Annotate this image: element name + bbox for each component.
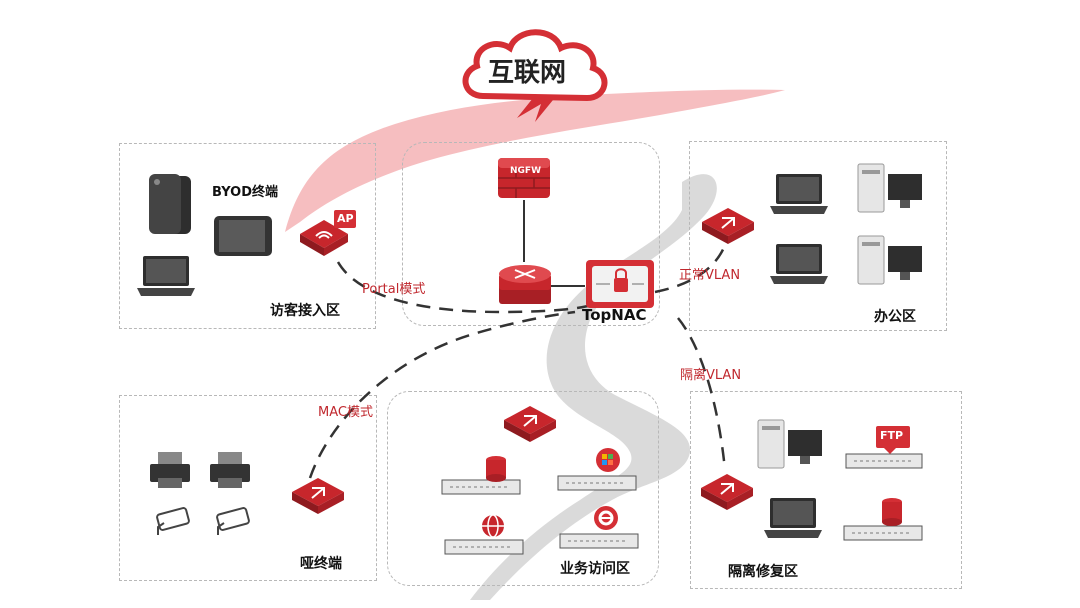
zone-core-box <box>402 142 660 326</box>
guest-zone-label: 访客接入区 <box>270 303 340 319</box>
zone-business-box <box>387 391 659 586</box>
ngfw-firewall-icon: NGFW <box>496 154 552 202</box>
printer-1-icon <box>150 452 190 488</box>
ap-badge-label: AP <box>337 212 354 225</box>
camera-1-icon <box>156 507 190 535</box>
pink-swoosh <box>285 89 785 232</box>
portal-mode-link <box>336 261 589 314</box>
ftp-label: FTP <box>880 429 904 442</box>
dumb-terminal-switch-icon <box>292 478 344 514</box>
quarantine-access-switch-icon <box>701 474 753 510</box>
office-desktop-1-icon <box>857 163 922 213</box>
zone-office-box <box>689 141 947 331</box>
office-desktop-2-icon <box>857 235 922 285</box>
web-server-icon <box>444 514 524 555</box>
dumb-terminal-zone-label: 哑终端 <box>300 556 342 572</box>
normal-vlan-label: 正常VLAN <box>679 268 741 283</box>
guest-laptop-icon <box>137 256 195 296</box>
topnac-appliance-icon <box>586 260 654 308</box>
business-access-switch-icon <box>504 406 556 442</box>
camera-2-icon <box>216 507 250 535</box>
internet-label: 互联网 <box>488 58 567 88</box>
database-server-icon <box>441 456 521 495</box>
quarantine-laptop-icon <box>764 498 822 538</box>
office-access-switch-icon <box>702 208 754 244</box>
gray-swoosh <box>470 174 717 600</box>
business-zone-label: 业务访问区 <box>560 561 630 577</box>
ie-server-icon <box>559 506 639 549</box>
core-switch-icon <box>499 265 551 304</box>
internet-cloud-icon <box>462 29 608 122</box>
portal-mode-label: Portal模式 <box>362 282 426 297</box>
tablet-icon <box>214 216 272 256</box>
zone-dumb-terminal-box <box>119 395 377 581</box>
wireless-ap-icon: AP <box>296 208 358 260</box>
office-laptop-2-icon <box>770 244 828 284</box>
zone-quarantine-box <box>690 391 962 589</box>
office-zone-label: 办公区 <box>874 309 916 325</box>
quarantine-zone-label: 隔离修复区 <box>728 564 798 580</box>
zone-guest-access-box <box>119 143 376 329</box>
ftp-server-icon: FTP <box>844 420 924 472</box>
smartphone-icon <box>149 174 191 234</box>
topnac-label: TopNAC <box>582 306 647 324</box>
office-laptop-1-icon <box>770 174 828 214</box>
byod-label: BYOD终端 <box>212 185 278 200</box>
patch-server-icon <box>843 498 923 541</box>
ngfw-label: NGFW <box>510 166 541 176</box>
printer-2-icon <box>210 452 250 488</box>
quarantine-desktop-icon <box>757 419 822 469</box>
mac-mode-label: MAC模式 <box>318 405 373 420</box>
mac-mode-link <box>308 310 576 479</box>
isolated-vlan-label: 隔离VLAN <box>680 368 742 383</box>
isolated-vlan-link <box>677 317 727 471</box>
normal-vlan-link <box>654 244 727 294</box>
windows-server-icon <box>557 448 637 491</box>
